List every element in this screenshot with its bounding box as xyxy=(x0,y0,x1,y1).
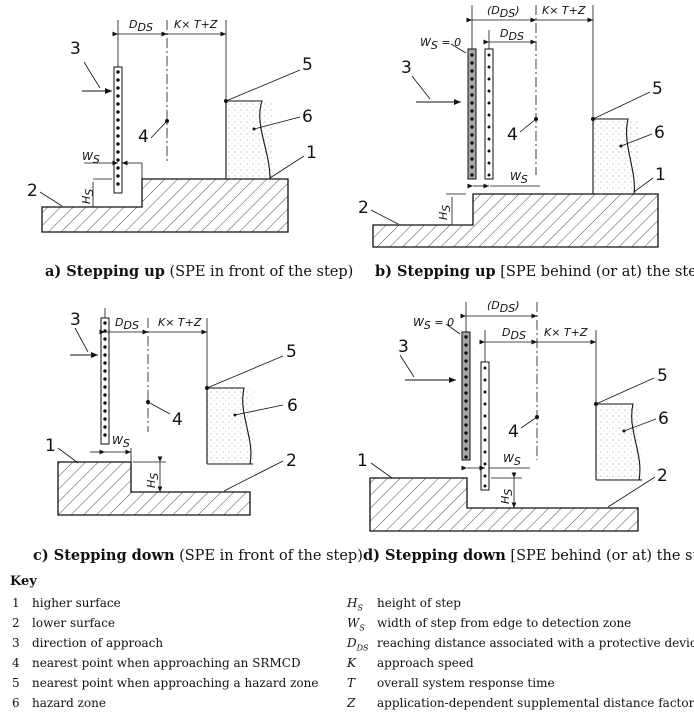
label-1-b: 1 xyxy=(655,165,666,185)
label-6-c: 6 xyxy=(287,396,298,416)
label-5-a: 5 xyxy=(302,55,313,75)
label-3-a: 3 xyxy=(70,39,81,59)
ktz-label-d: K× T+Z xyxy=(544,326,588,339)
caption-b: b) Stepping up [SPE behind (or at) the s… xyxy=(375,263,694,280)
label-3-c: 3 xyxy=(70,310,81,330)
svg-text:DDS: DDS xyxy=(500,27,524,43)
hazard-zone-c xyxy=(207,388,253,464)
ktz-label-c: K× T+Z xyxy=(158,316,202,329)
svg-text:HS: HS xyxy=(145,473,161,488)
diagram-b: (DDS) DDS K× T+Z WS = 0 WS HS 3 4 5 6 1 … xyxy=(358,4,666,248)
caption-a: a) Stepping up (SPE in front of the step… xyxy=(45,263,354,280)
hazard-zone-a xyxy=(226,101,272,179)
svg-text:DDS: DDS xyxy=(502,326,526,342)
label-2-b: 2 xyxy=(358,198,369,218)
ws-label-a: W xyxy=(82,150,94,163)
svg-text:HS: HS xyxy=(437,205,453,220)
label-6-b: 6 xyxy=(654,123,665,143)
label-3-b: 3 xyxy=(401,58,412,78)
label-6-d: 6 xyxy=(658,409,669,429)
label-2-a: 2 xyxy=(27,181,38,201)
svg-text:WS: WS xyxy=(112,434,130,450)
label-4-b: 4 xyxy=(507,125,518,145)
floor-d xyxy=(369,477,639,532)
dds-label-a: D xyxy=(129,18,137,31)
ktz-label-a: K× T+Z xyxy=(174,18,218,31)
svg-text:HS: HS xyxy=(499,489,515,504)
diagram-a: DDS K× T+Z WS HS 3 4 5 6 1 2 xyxy=(27,18,317,233)
svg-text:WS = 0: WS = 0 xyxy=(413,316,454,332)
label-1-d: 1 xyxy=(357,451,368,471)
ktz-label-b: K× T+Z xyxy=(542,4,586,17)
caption-d: d) Stepping down [SPE behind (or at) the… xyxy=(363,547,694,564)
label-3-d: 3 xyxy=(398,337,409,357)
label-4-d: 4 xyxy=(508,422,519,442)
svg-text:(DDS): (DDS) xyxy=(487,4,520,20)
label-5-c: 5 xyxy=(286,342,297,362)
label-4-c: 4 xyxy=(172,410,183,430)
diagram-c: DDS K× T+Z WS HS 3 4 5 6 1 2 xyxy=(45,308,298,516)
svg-text:WS = 0: WS = 0 xyxy=(420,36,461,52)
svg-text:(DDS): (DDS) xyxy=(487,299,520,315)
label-5-d: 5 xyxy=(657,366,668,386)
spe-light-curtain-a xyxy=(113,66,123,194)
diagram-d: (DDS) DDS K× T+Z WS = 0 WS HS 3 4 5 6 1 … xyxy=(357,299,669,532)
label-1-a: 1 xyxy=(306,143,317,163)
svg-text:WS: WS xyxy=(503,452,521,468)
label-1-c: 1 xyxy=(45,436,56,456)
label-4-a: 4 xyxy=(138,127,149,147)
hazard-zone-d xyxy=(596,404,642,480)
floor-b xyxy=(372,193,659,248)
svg-text:WS: WS xyxy=(510,170,528,186)
label-2-d: 2 xyxy=(657,466,668,486)
key-title: Key xyxy=(10,574,37,589)
svg-text:DDS: DDS xyxy=(115,316,139,332)
hs-label-a: H xyxy=(80,196,93,204)
label-5-b: 5 xyxy=(652,79,663,99)
svg-text:HS: HS xyxy=(80,189,96,204)
spe-beams-a xyxy=(116,70,120,186)
hazard-zone-b xyxy=(593,119,639,194)
svg-text:WS: WS xyxy=(82,150,100,166)
spe-light-curtain-c xyxy=(100,317,110,445)
label-6-a: 6 xyxy=(302,107,313,127)
caption-c: c) Stepping down (SPE in front of the st… xyxy=(33,547,363,564)
label-2-c: 2 xyxy=(286,451,297,471)
svg-text:DDS: DDS xyxy=(129,18,153,34)
stepping-diagrams: DDS K× T+Z WS HS 3 4 5 6 1 2 xyxy=(27,4,669,532)
floor-a xyxy=(41,178,289,233)
